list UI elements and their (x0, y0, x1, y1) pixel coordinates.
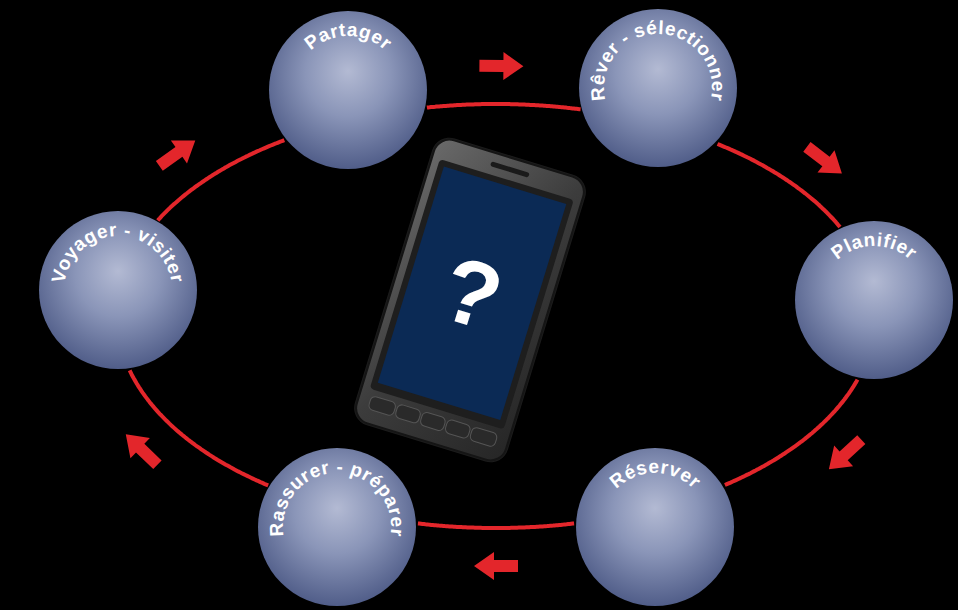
phone-button (394, 404, 421, 424)
circle-shape: Partager (268, 10, 428, 170)
ring-segment (130, 370, 269, 485)
stage-label-path: Rassurer - préparer (266, 456, 408, 538)
stage-label-path: Rêver - sélectionner (587, 17, 729, 103)
stage-label: Rêver - sélectionner (587, 17, 729, 103)
stage-label-path: Réserver (605, 456, 705, 492)
stage-label: Partager (300, 19, 396, 54)
phone-speaker (490, 161, 530, 177)
cycle-connector (116, 370, 268, 485)
smartphone (350, 133, 591, 467)
direction-arrow (151, 129, 203, 177)
circle-shape: Réserver (575, 447, 735, 607)
sphere-fill (579, 9, 737, 167)
text-arc (820, 246, 928, 338)
ring-segment (725, 380, 858, 485)
stage-label-path: Planifier (827, 229, 921, 264)
sphere-fill (39, 211, 197, 369)
circle-shape: Rassurer - préparer (257, 447, 417, 607)
stage-circle: Partager (268, 10, 428, 170)
circle-shape: Planifier (794, 220, 954, 380)
stage-label-path: Voyager - visiter (47, 219, 188, 285)
phone-button (469, 426, 498, 447)
sphere-fill (576, 448, 734, 606)
cycle-connector (718, 136, 851, 227)
stage-label: Rassurer - préparer (266, 456, 408, 538)
direction-arrow (819, 429, 870, 479)
stage-label: Planifier (827, 229, 921, 264)
stage-label: Réserver (605, 456, 705, 492)
stage-circle: Réserver (575, 447, 735, 607)
cycle-connector (725, 380, 871, 485)
phone-bezel (370, 159, 574, 429)
circle-shape: Rêver - sélectionner (578, 8, 738, 168)
phone-button (368, 395, 397, 416)
cycle-connector (418, 524, 574, 581)
phone-button (444, 419, 471, 439)
phone-button (419, 411, 446, 431)
stage-circle: Rassurer - préparer (257, 447, 417, 607)
direction-arrow (479, 52, 523, 80)
cycle-connector (151, 129, 284, 220)
phone-screen (378, 167, 566, 421)
ring-segment (418, 524, 574, 529)
stage-label-path: Partager (300, 19, 396, 54)
direction-arrow (798, 136, 850, 185)
sphere-fill (258, 448, 416, 606)
direction-arrow (474, 552, 518, 580)
ring-segment (427, 104, 581, 109)
stage-label: Voyager - visiter (47, 219, 188, 285)
direction-arrow (116, 424, 167, 475)
phone-shadow-edge (350, 133, 591, 467)
sphere-fill (269, 11, 427, 169)
sphere-fill (795, 221, 953, 379)
circle-shape: Voyager - visiter (38, 210, 198, 370)
stage-circle: Planifier (794, 220, 954, 380)
phone-body (352, 136, 588, 465)
stage-circle: Voyager - visiter (38, 210, 198, 370)
stage-circle: Rêver - sélectionner (578, 8, 738, 168)
cycle-connector (427, 52, 581, 109)
